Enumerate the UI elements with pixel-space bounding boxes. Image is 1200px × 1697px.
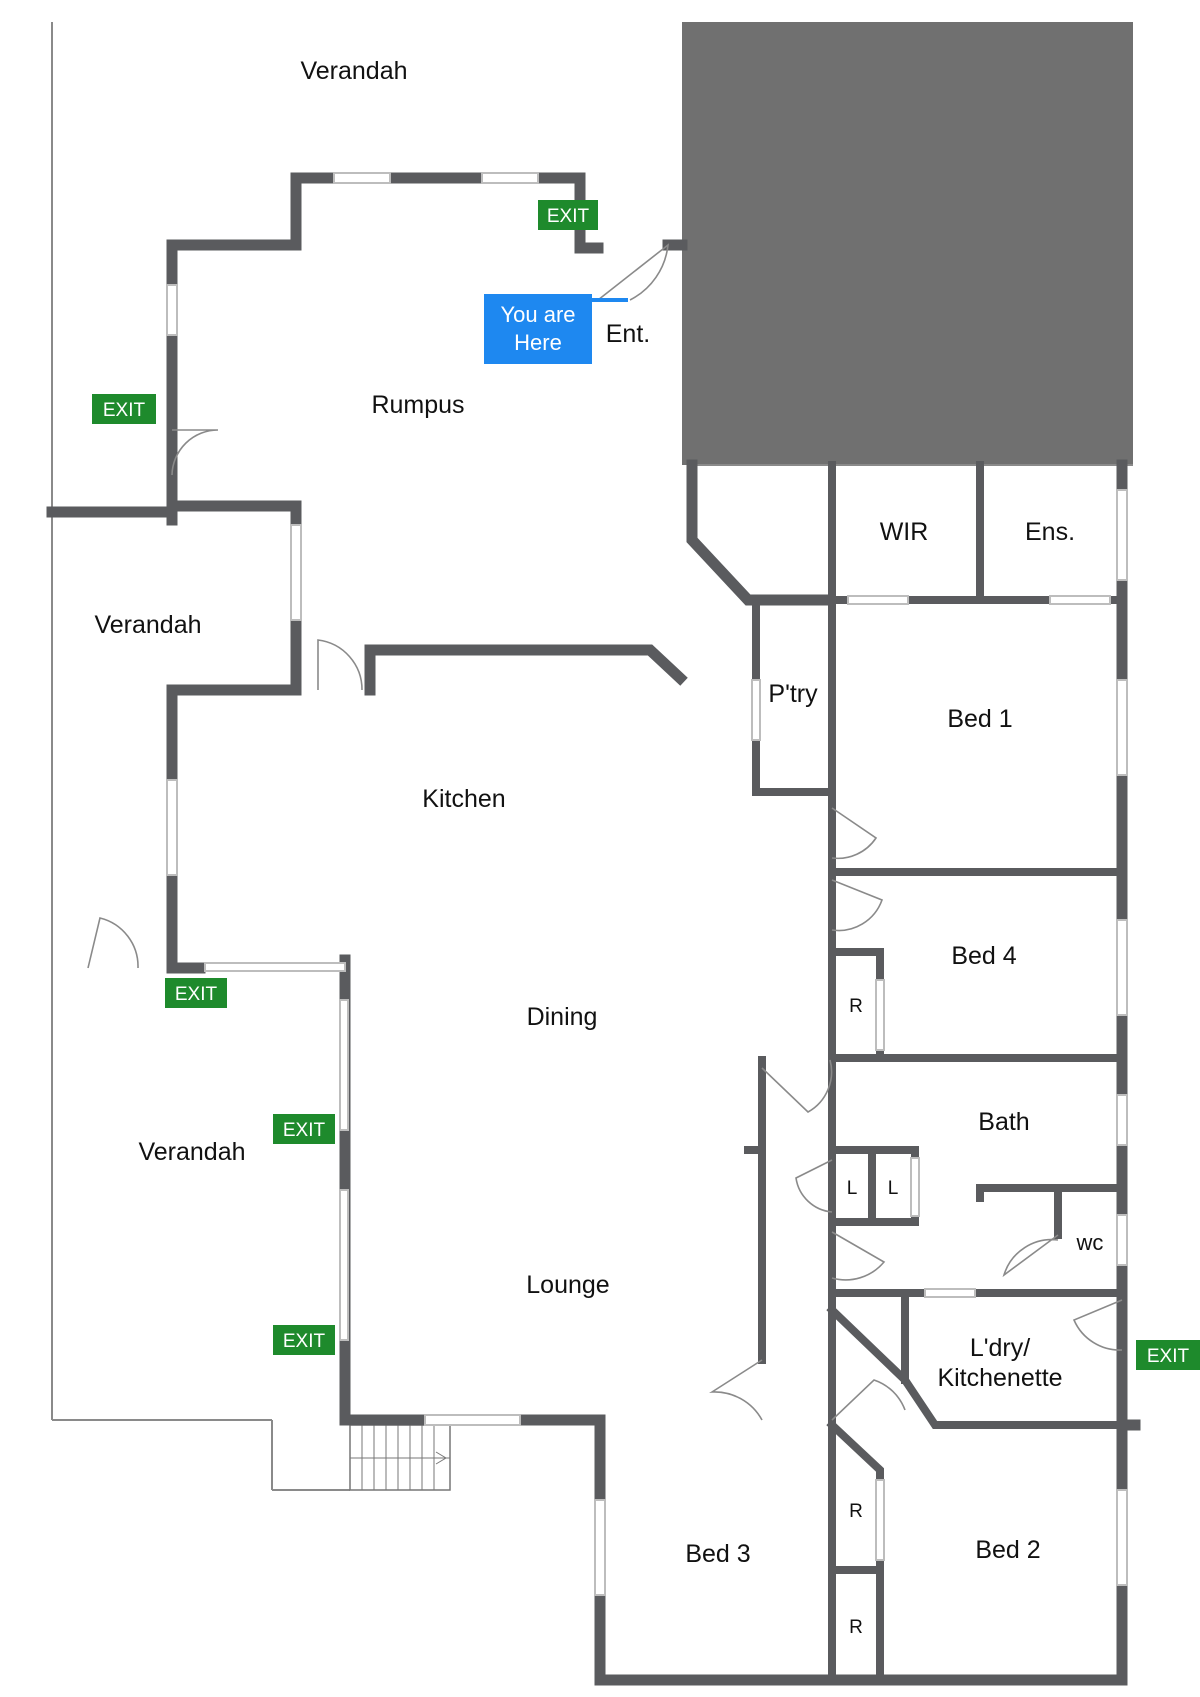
label-ensuite: Ens.	[1025, 518, 1075, 546]
label-rumpus: Rumpus	[371, 391, 464, 419]
label-robe-bed4: R	[849, 996, 863, 1017]
label-pantry: P'try	[768, 680, 818, 708]
label-bed4: Bed 4	[951, 942, 1016, 970]
door-swings	[87, 243, 1123, 1421]
label-kitchen: Kitchen	[422, 785, 505, 813]
exit-label: EXIT	[103, 400, 146, 421]
interior-walls	[341, 461, 1126, 1684]
label-verandah-low: Verandah	[138, 1138, 245, 1166]
exit-sign-rumpus-north: EXIT	[538, 200, 598, 230]
label-laundry-line2: Kitchenette	[937, 1364, 1062, 1392]
exit-label: EXIT	[283, 1331, 326, 1352]
label-verandah-mid: Verandah	[94, 611, 201, 639]
label-wir: WIR	[880, 518, 929, 546]
exit-label: EXIT	[1147, 1346, 1190, 1367]
label-bed2: Bed 2	[975, 1536, 1040, 1564]
you-are-here-marker: You are Here	[484, 294, 628, 364]
exit-label: EXIT	[175, 984, 218, 1005]
label-dining: Dining	[527, 1003, 598, 1031]
exit-label: EXIT	[283, 1120, 326, 1141]
windows	[166, 172, 1128, 1596]
label-bath: Bath	[978, 1108, 1029, 1136]
label-verandah-top: Verandah	[300, 57, 407, 85]
exit-sign-rumpus-west: EXIT	[92, 394, 156, 424]
you-are-here-line1: You are	[500, 302, 575, 327]
exit-sign-lounge-lower: EXIT	[273, 1325, 335, 1355]
exit-sign-dining-west: EXIT	[165, 978, 227, 1008]
exit-sign-lounge-upper: EXIT	[273, 1114, 335, 1144]
label-linen-1: L	[847, 1178, 858, 1199]
label-wc: wc	[1076, 1230, 1104, 1255]
exit-sign-laundry: EXIT	[1136, 1340, 1200, 1370]
label-bed1: Bed 1	[947, 705, 1012, 733]
stairs	[349, 1424, 451, 1491]
label-lounge: Lounge	[526, 1271, 609, 1299]
label-linen-2: L	[888, 1178, 899, 1199]
label-laundry-line1: L'dry/	[970, 1334, 1030, 1362]
label-entry: Ent.	[606, 320, 650, 348]
label-bed3: Bed 3	[685, 1540, 750, 1568]
label-robe-bed2-a: R	[849, 1501, 863, 1522]
garage-block	[682, 22, 1133, 465]
exit-label: EXIT	[547, 206, 590, 227]
label-robe-bed2-b: R	[849, 1617, 863, 1638]
you-are-here-line2: Here	[514, 330, 562, 355]
room-labels: Verandah Rumpus Ent. Verandah WIR Ens. P…	[94, 57, 1103, 1638]
